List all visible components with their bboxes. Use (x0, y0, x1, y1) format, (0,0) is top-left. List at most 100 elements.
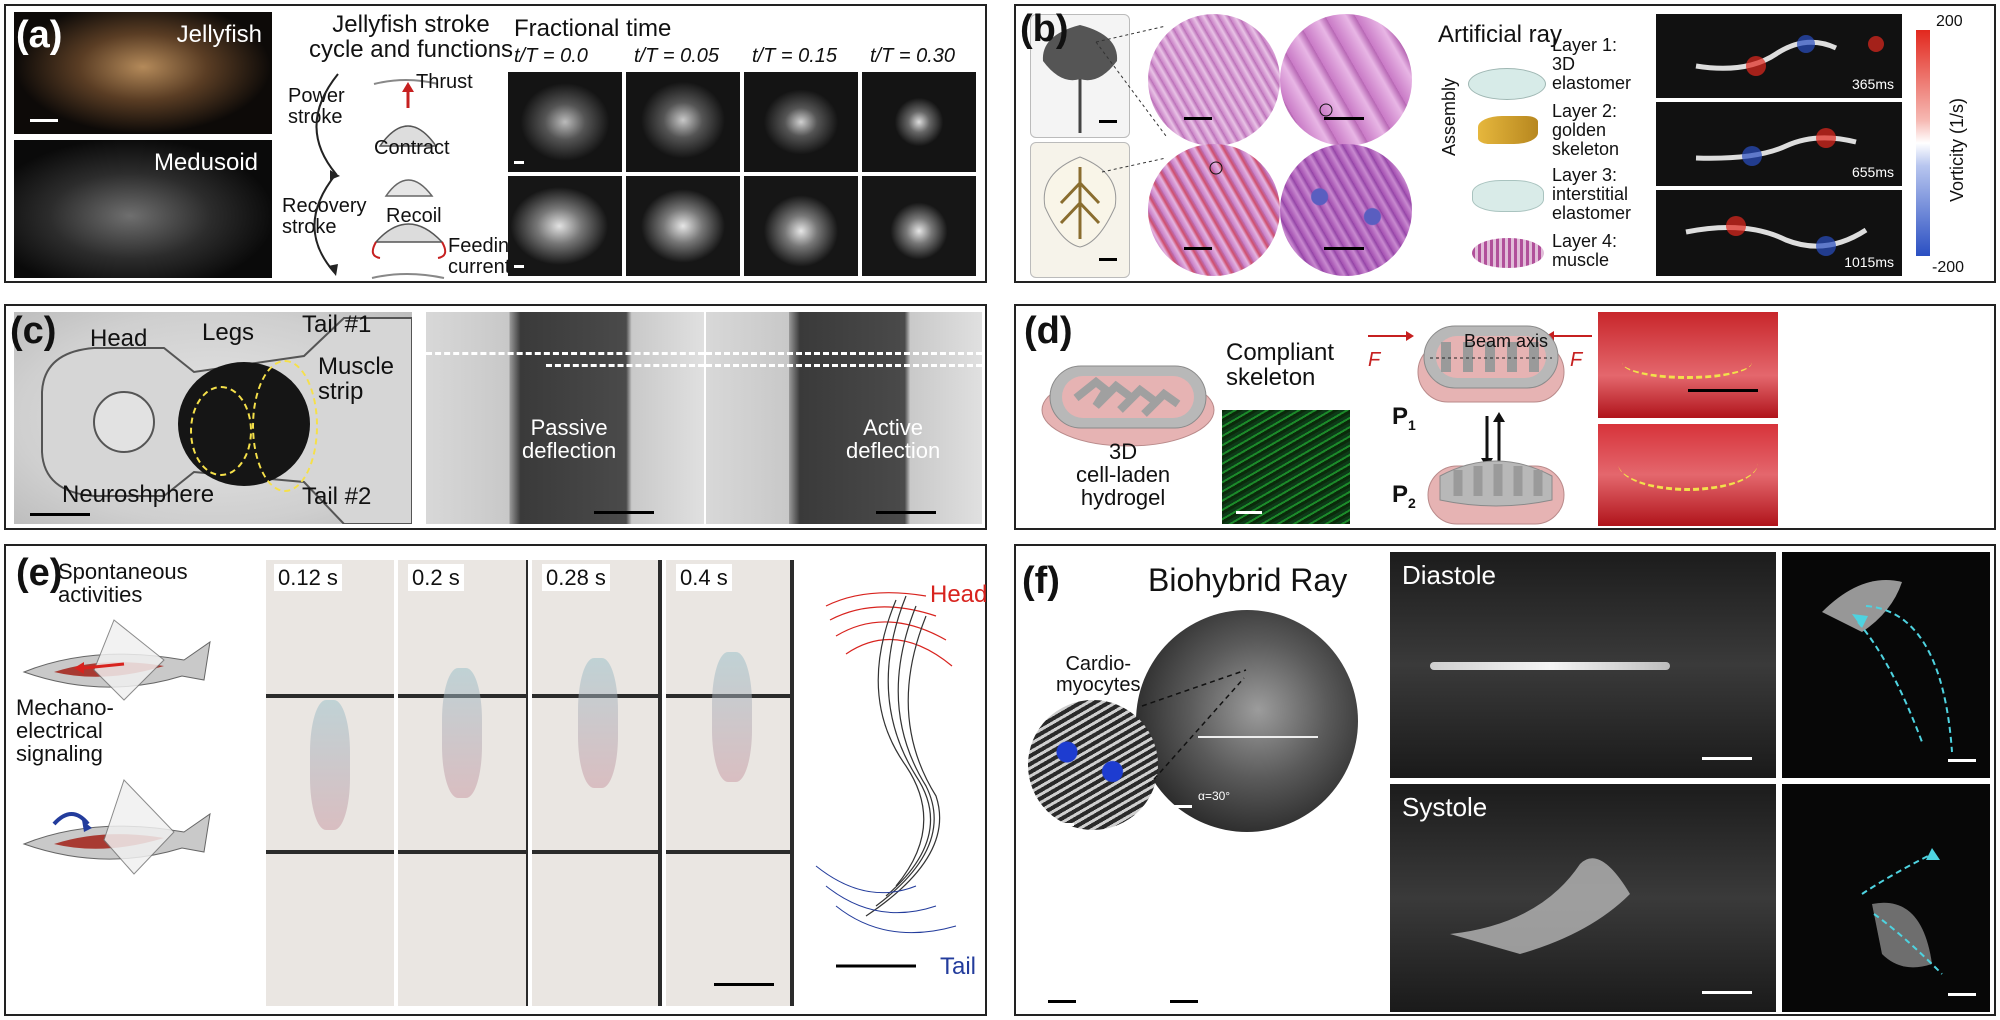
swimming-ray-flow-3 (1685, 216, 1868, 256)
panel-a: (a) Jellyfish Medusoid Jellyfish stroke … (4, 4, 987, 283)
medusoid-frame-3 (862, 176, 976, 276)
panel-d: (d) Compliant skeleton 3D cell-laden hyd… (1014, 304, 1996, 530)
zoom-connector (1141, 669, 1247, 787)
muscle-strip-label: Muscle strip (318, 353, 395, 406)
scale-bar (514, 161, 524, 164)
muscle-strip-outline (252, 360, 318, 492)
frame-time-3: 1015ms (1844, 254, 1894, 271)
head-label: Head (930, 581, 988, 608)
frame-divider (528, 560, 532, 1006)
reference-line (426, 352, 704, 355)
scale-bar (1099, 120, 1117, 123)
biohybrid-fish-diagram-2 (22, 779, 211, 875)
layer1-shape (1468, 68, 1546, 100)
deflected-line (546, 364, 704, 367)
swimming-ray-flow-2 (1695, 128, 1857, 166)
time-label-0: t/T = 0.0 (514, 45, 588, 67)
time-label-3: t/T = 0.30 (870, 45, 956, 67)
stingray-photo (1030, 14, 1130, 138)
compliant-skeleton-label: Compliant skeleton (1226, 339, 1335, 392)
curvature-line (1622, 346, 1752, 379)
tail1-label: Tail #1 (302, 311, 372, 338)
scale-bar (1099, 258, 1117, 261)
frame-time-2: 655ms (1851, 164, 1894, 181)
scale-bar (1236, 511, 1262, 514)
swimming-frames (266, 560, 794, 1006)
stroke-cycle-diagram (313, 73, 447, 279)
thrust-label: Thrust (416, 71, 473, 93)
hydrogel-fluorescence (1222, 410, 1350, 524)
recoil-label: Recoil (386, 205, 442, 227)
swimming-fish-3 (578, 658, 618, 788)
deflection-frame-passive: Passive deflection (426, 312, 704, 524)
panel-b: (b) Artificial ray Assembly Layer 1: 3D … (1014, 4, 1996, 283)
layer3-shape (1472, 180, 1544, 212)
scale-bar (1702, 757, 1752, 760)
skeleton-state-p2 (1427, 460, 1565, 525)
artificial-ray-photo (1030, 142, 1130, 278)
deflection-frame-active: Active deflection (706, 312, 982, 524)
scale-bar (1184, 247, 1212, 250)
scale-bar (30, 513, 90, 516)
body-kinematics-trace (815, 592, 957, 968)
trajectory-trace-1 (1822, 580, 1953, 753)
cycle-title: Jellyfish stroke cycle and functions (308, 11, 514, 64)
systole-label: Systole (1402, 792, 1488, 822)
ray-skeleton-outline (1043, 156, 1117, 248)
artificial-ray-title: Artificial ray (1438, 21, 1563, 48)
swimming-fish-1 (310, 700, 350, 830)
recovery-stroke-label: Recovery stroke (282, 195, 367, 238)
colorbar-min: -200 (1932, 259, 1965, 276)
device-photo-bent (1598, 424, 1778, 526)
compliant-skeleton-3d (1041, 365, 1215, 447)
scale-bar (1688, 389, 1758, 392)
ray-dark-field: α=30° (1136, 610, 1358, 832)
scale-bar (1948, 993, 1976, 996)
layer1-label: Layer 1: 3D elastomer (1552, 35, 1632, 93)
cardiomyocytes-label: Cardio- myocytes (1056, 653, 1141, 696)
scale-bar (1048, 1000, 1076, 1003)
vorticity-frame-1: 365ms (1656, 14, 1902, 98)
panel-f: (f) Biohybrid Ray α=30° Cardio- myocytes… (1014, 544, 1996, 1016)
beam-axis-label: Beam axis (1464, 331, 1549, 351)
curvature-line (1618, 436, 1758, 491)
tissue-section-4 (1280, 144, 1412, 276)
force-left-label: F (1368, 349, 1381, 371)
tail2-label: Tail #2 (302, 483, 372, 510)
panel-c-label: (c) (10, 310, 57, 352)
head-label: Head (90, 325, 148, 352)
scale-bar (514, 265, 524, 268)
ray-midline (1198, 736, 1318, 738)
panel-e: (e) Spontaneous activities Mechano- elec… (4, 544, 987, 1016)
colorbar-label: Vorticity (1/s) (1947, 97, 1967, 202)
state-transition-arrows (1481, 412, 1505, 468)
spontaneous-label: Spontaneous activities (58, 559, 188, 608)
time-label-1: t/T = 0.05 (634, 45, 720, 67)
frame-time-3: 0.28 s (542, 564, 610, 592)
layer4-label: Layer 4: muscle (1552, 231, 1618, 270)
reference-line (706, 352, 982, 355)
swimming-fish-2 (442, 668, 482, 798)
trajectory-trace-2 (1861, 848, 1943, 975)
legs-label: Legs (202, 319, 255, 346)
tissue-section-3 (1148, 144, 1280, 276)
scale-bar (1702, 991, 1752, 994)
neurosphere-label: Neuroshphere (62, 481, 215, 508)
power-stroke-label: Power stroke (288, 85, 345, 128)
panel-f-label: (f) (1022, 560, 1060, 602)
jellyfish-frame-1 (626, 72, 740, 172)
panel-d-label: (d) (1024, 310, 1073, 352)
force-right-label: F (1570, 349, 1583, 371)
panel-b-label: (b) (1020, 8, 1069, 50)
scale-bar (594, 511, 654, 514)
tissue-section-1 (1148, 14, 1280, 146)
ray-diastole (1430, 662, 1670, 670)
stingray-silhouette (1042, 25, 1118, 133)
medusoid-frame-1 (626, 176, 740, 276)
state-p2-label: P2 (1392, 481, 1416, 511)
jellyfish-frame-2 (744, 72, 858, 172)
time-label-2: t/T = 0.15 (752, 45, 838, 67)
state-p1-label: P1 (1392, 403, 1416, 433)
layer2-label: Layer 2: golden skeleton (1552, 101, 1620, 159)
swimming-ray-flow-1 (1695, 35, 1884, 76)
